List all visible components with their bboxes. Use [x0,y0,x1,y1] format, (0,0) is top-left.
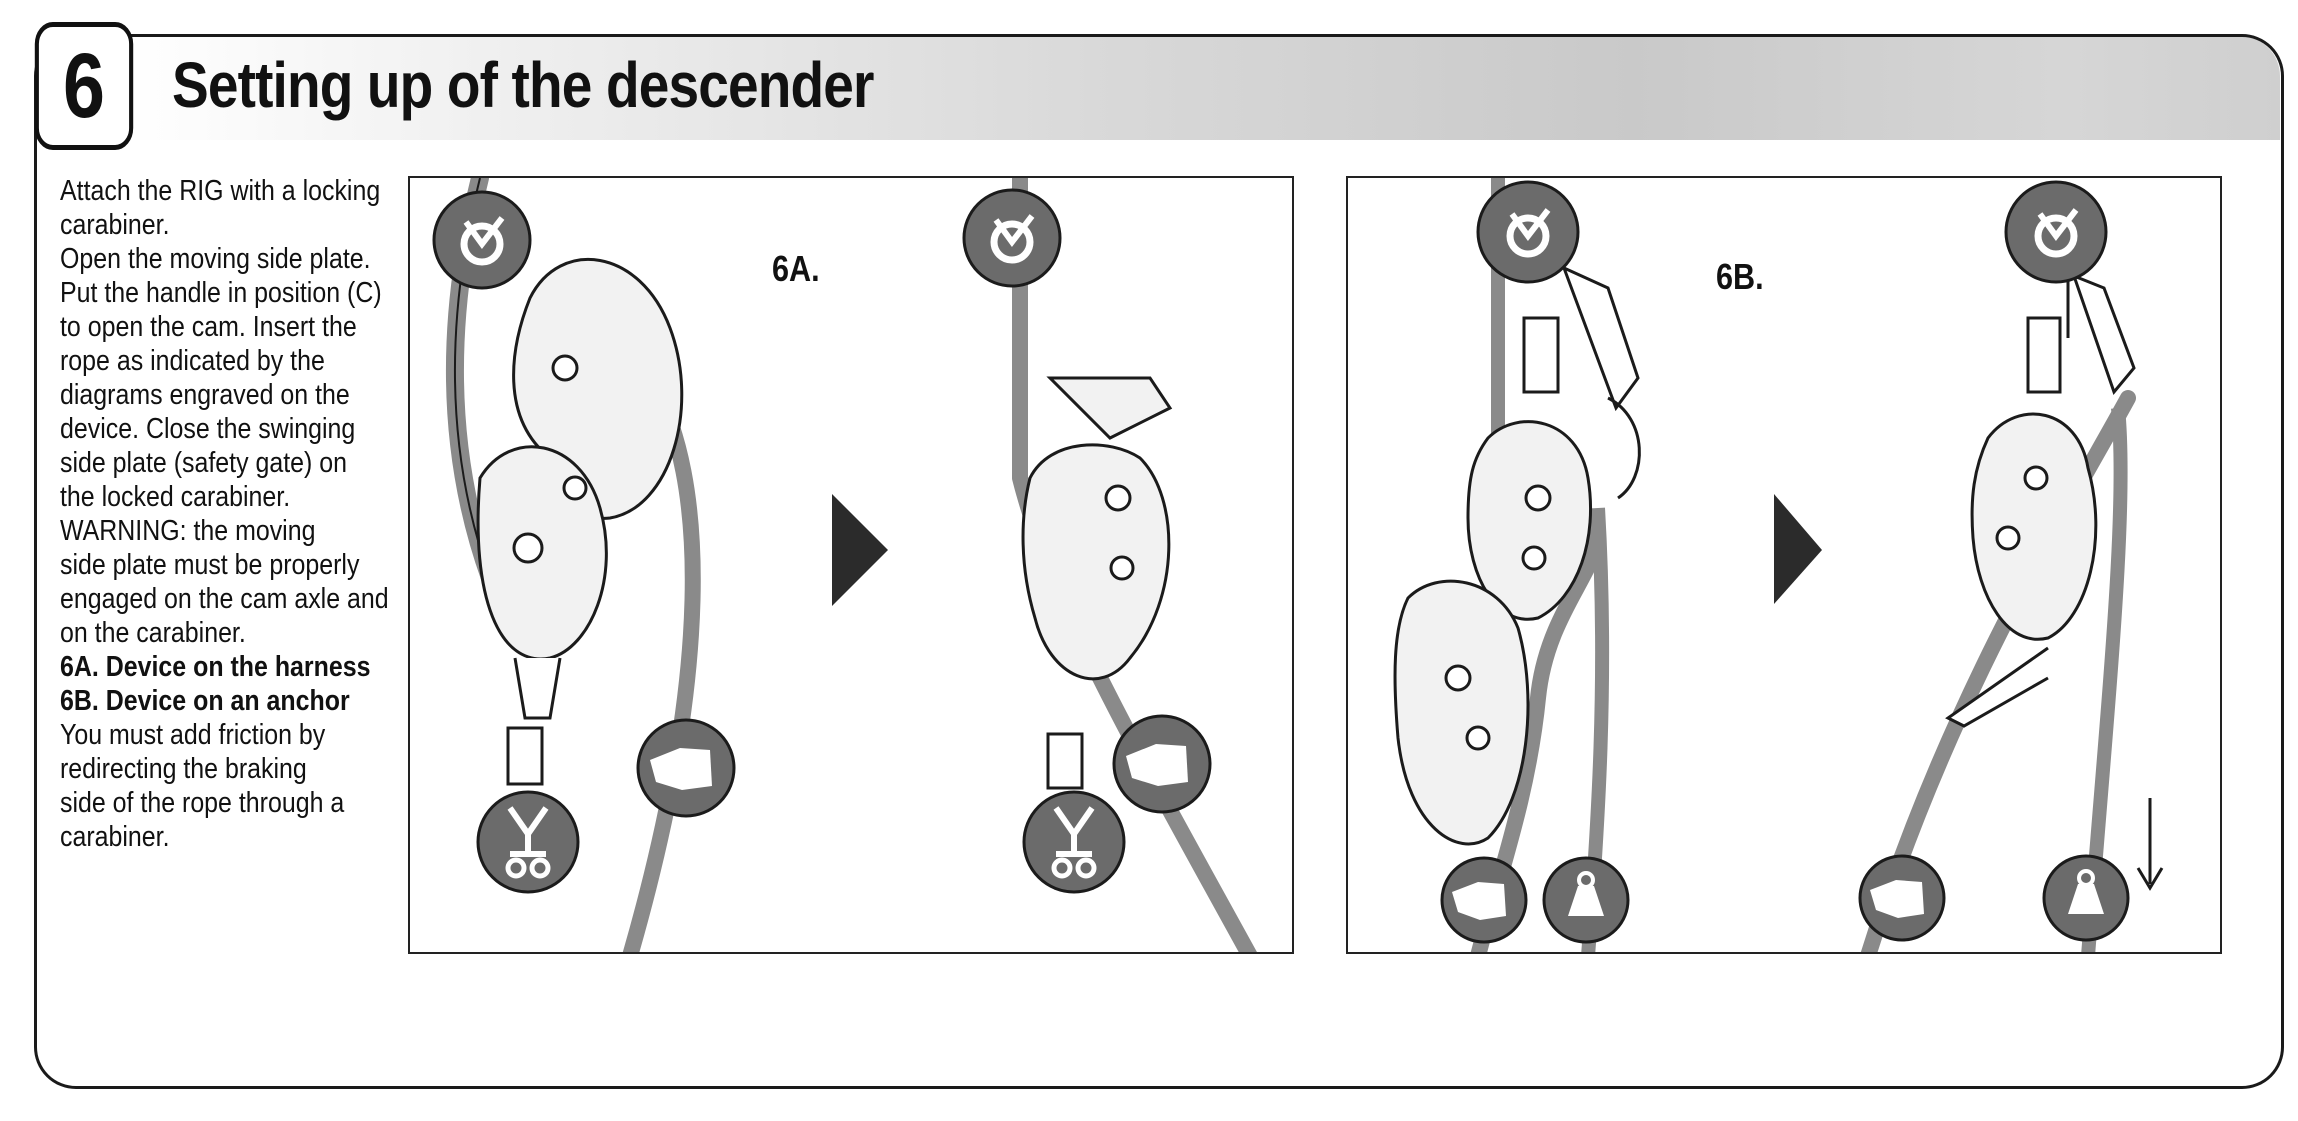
instruction-line: rope as indicated by the [60,345,325,377]
instruction-line: device. Close the swinging [60,413,356,445]
triangle-right-arrow-icon [832,494,888,606]
anchor-symbol-icon [962,188,1062,288]
brake-hand-icon [1112,714,1212,814]
instruction-line: carabiner. [60,821,170,853]
instruction-line: on the carabiner. [60,617,246,649]
panel-6a-label: 6A. [772,248,820,289]
instruction-line: WARNING: the moving [60,515,316,547]
panel-6a: 6A. [408,176,1294,954]
brake-hand-icon [636,718,736,818]
instruction-line: side plate (safety gate) on [60,447,347,479]
load-weight-icon [1542,856,1630,944]
instruction-line: diagrams engraved on the [60,379,350,411]
instruction-line: You must add friction by [60,719,326,751]
panel-6a-illustration [432,178,1257,952]
anchor-symbol-icon [432,190,532,290]
brake-hand-icon [1858,854,1946,942]
header-band [120,36,2280,140]
instruction-line: side of the rope through a [60,787,345,819]
panel-6b-label: 6B. [1716,256,1764,297]
harness-symbol-icon [476,790,580,894]
instruction-heading: 6B. Device on an anchor [60,685,350,717]
instruction-line: Open the moving side plate. [60,243,371,275]
instruction-line: the locked carabiner. [60,481,291,513]
harness-symbol-icon [1022,790,1126,894]
instruction-line: carabiner. [60,209,170,241]
section-number: 6 [34,22,134,150]
panel-6b: 6B. [1346,176,2222,954]
down-arrow-icon [2136,798,2164,891]
instruction-heading: 6A. Device on the harness [60,651,371,683]
section-frame [34,34,2284,1089]
brake-hand-icon [1440,856,1528,944]
instruction-line: Attach the RIG with a locking [60,175,381,207]
instruction-line: to open the cam. Insert the [60,311,357,343]
panel-6b-illustration [1393,178,2164,952]
instruction-line: engaged on the cam axle and [60,583,389,615]
anchor-symbol-icon [2004,180,2108,284]
instruction-line: redirecting the braking [60,753,307,785]
section-title: Setting up of the descender [172,49,874,121]
anchor-symbol-icon [1476,180,1580,284]
instruction-line: side plate must be properly [60,549,360,581]
load-weight-icon [2042,854,2130,942]
triangle-right-arrow-icon [1774,494,1822,604]
instruction-line: Put the handle in position (C) [60,277,382,309]
